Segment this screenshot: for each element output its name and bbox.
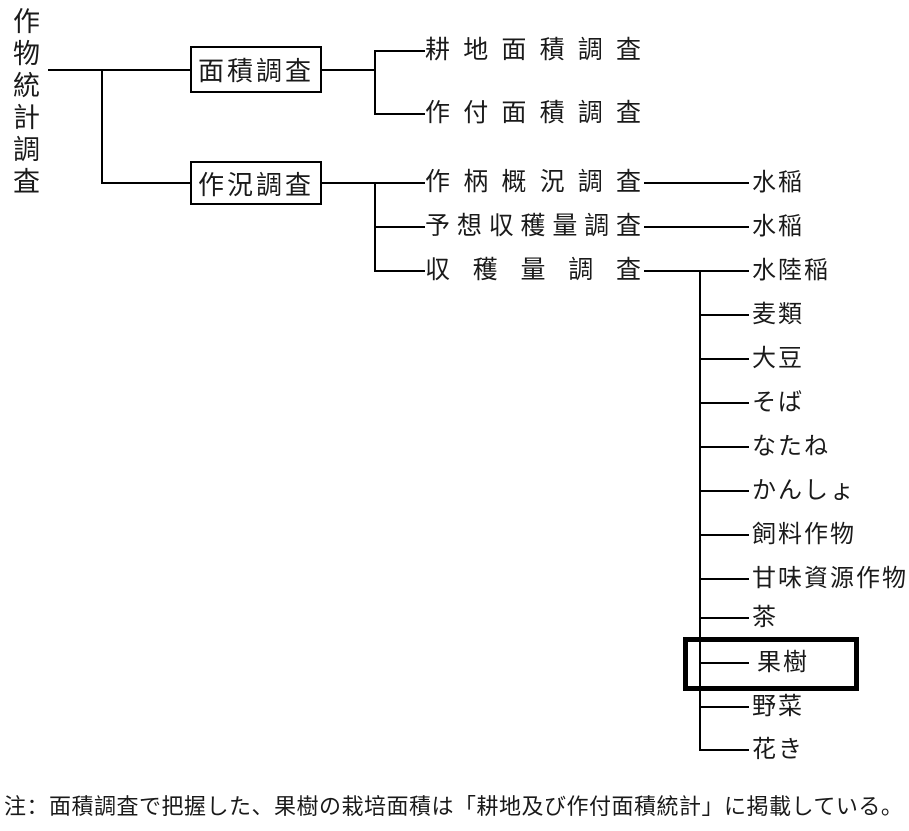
node-label-cultivated-land-area-survey: 耕 地 面 積 調 査 [425,37,641,64]
connector-crop-wheat [699,314,749,316]
connector-root-horizontal-top [48,69,191,71]
note-text: 注：面積調査で把握した、果樹の栽培面積は「耕地及び作付面積統計」に掲載している。 [4,794,904,819]
connector-condition-branch-1 [374,182,425,184]
target-label-paddy-upland-rice: 水陸稲 [752,258,830,284]
connector-crop-fruit-trees [699,662,749,664]
connector-crop-vegetables [699,706,749,708]
connector-crop-rapeseed [699,446,749,448]
crop-label-rapeseed: なたね [752,434,830,460]
crop-label-sweet-potato: かんしょ [752,478,856,504]
connector-crop-buckwheat [699,402,749,404]
crop-label-feed-crops: 飼料作物 [752,522,856,548]
node-label-expected-yield-survey: 予 想 収 穫 量 調 査 [425,213,641,240]
connector-crop-soybean [699,358,749,360]
connector-area-out [322,69,375,71]
highlight-box-fruit-trees [683,637,859,691]
connector-target-1 [644,182,749,184]
crop-label-soybean: 大豆 [752,346,804,372]
connector-crop-tea [699,617,749,619]
connector-condition-out [322,182,375,184]
node-label-planted-area-survey: 作 付 面 積 調 査 [425,100,641,127]
crop-condition-survey-box: 作況調査 [190,161,322,205]
crop-condition-survey-label: 作況調査 [197,170,314,200]
crop-label-wheat: 麦類 [752,302,804,328]
root-label: 作物統計調査 [9,7,39,199]
area-survey-label: 面積調査 [197,57,314,86]
connector-crop-feed-crops [699,534,749,536]
connector-crop-sugar-crops [699,578,749,580]
connector-target-3 [644,270,749,272]
node-label-crop-outlook-survey: 作 柄 概 況 調 査 [425,169,641,196]
connector-crop-sweet-potato [699,490,749,492]
connector-area-branch-1 [374,50,425,52]
connector-crops-spine [699,270,701,751]
connector-condition-branch-3 [374,270,425,272]
connector-area-vertical [374,50,376,115]
crop-label-fruit-trees: 果樹 [757,650,809,676]
target-label-paddy-rice-1: 水稲 [752,170,804,196]
crop-label-sugar-crops: 甘味資源作物 [752,566,908,592]
crop-label-tea: 茶 [752,605,778,631]
crop-label-flowers: 花き [752,737,804,763]
area-survey-box: 面積調査 [190,46,322,93]
connector-root-horizontal-bottom [101,182,191,184]
node-label-yield-survey: 収 穫 量 調 査 [425,257,641,284]
target-label-paddy-rice-2: 水稲 [752,214,804,240]
crop-label-vegetables: 野菜 [752,694,804,720]
crop-label-buckwheat: そば [752,390,804,416]
connector-condition-branch-2 [374,226,425,228]
connector-area-branch-2 [374,113,425,115]
connector-crop-flowers [699,749,749,751]
connector-root-vertical [101,69,103,184]
connector-target-2 [644,226,749,228]
